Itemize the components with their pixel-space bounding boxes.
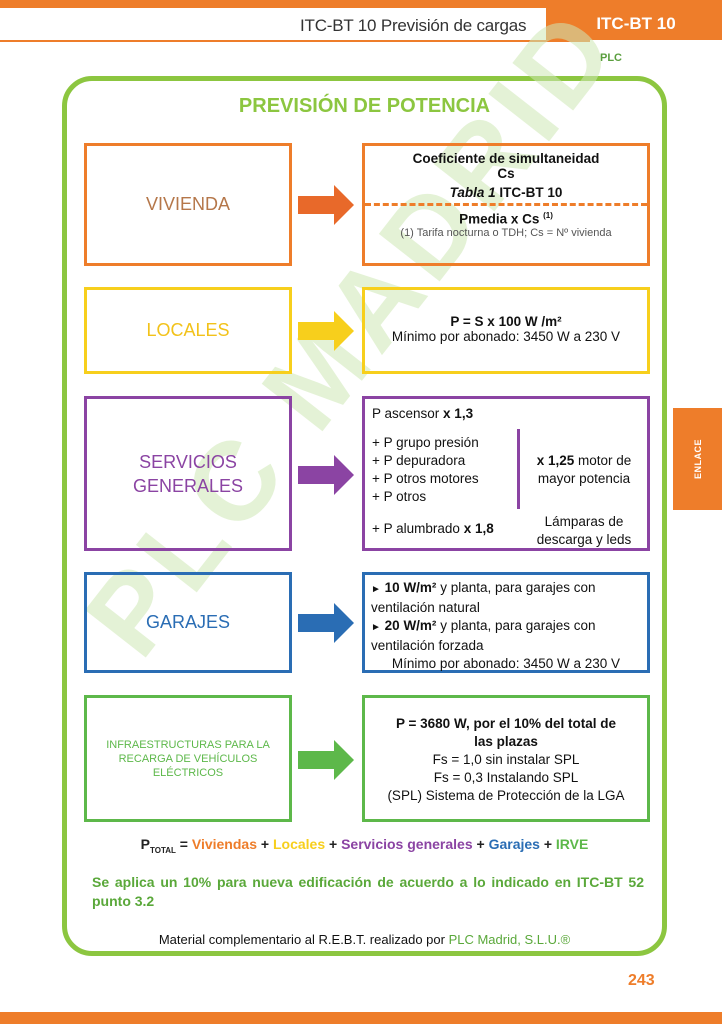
formula-garajes: Garajes [488, 836, 540, 852]
new-building-note: Se aplica un 10% para nueva edificación … [92, 874, 644, 909]
vivienda-line2: Cs [497, 166, 515, 181]
formula-sub: TOTAL [149, 845, 176, 855]
ascensor-text: P ascensor [372, 406, 444, 421]
formula-plus: + [539, 836, 556, 852]
servicios-item: + P depuradora [372, 453, 466, 468]
servicios-label-1: SERVICIOS [139, 451, 237, 472]
garajes-rate-1: 10 W/m² [384, 580, 437, 595]
locales-formula: P = S x 100 W /m² [450, 314, 562, 329]
alumbrado-text: + P alumbrado [372, 521, 464, 536]
page-title: PREVISIÓN DE POTENCIA [238, 95, 491, 117]
dashed-divider [365, 203, 647, 206]
irve-label: INFRAESTRUCTURAS PARA LA RECARGA DE VEHÍ… [106, 738, 270, 779]
arrow-right-icon [298, 311, 354, 351]
arrow-right-icon [298, 185, 354, 225]
locales-box: LOCALES [84, 287, 292, 374]
vivienda-box: VIVIENDA [84, 143, 292, 266]
footer-brand: PLC Madrid, S.L.U.® [448, 932, 571, 947]
vivienda-footnote: (1) Tarifa nocturna o TDH; Cs = Nº vivie… [400, 226, 612, 239]
servicios-item: + P otros [372, 489, 427, 504]
garajes-text-1: y planta, para garajes con [436, 580, 596, 595]
side-tab-enlace[interactable]: ENLACE [673, 408, 722, 510]
irve-detail-box: P = 3680 W, por el 10% del total de las … [362, 695, 650, 822]
garajes-minimum: Mínimo por abonado: 3450 W a 230 V [391, 656, 621, 671]
motor-factor: x 1,25 [536, 453, 575, 468]
header-tag: ITC-BT 10 [546, 8, 722, 40]
garajes-detail-box: ► 10 W/m² y planta, para garajes con ven… [362, 572, 650, 673]
arrow-right-icon [298, 740, 354, 780]
vivienda-table-rest: ITC-BT 10 [495, 185, 563, 200]
irve-line4: Fs = 0,3 Instalando SPL [433, 770, 579, 785]
lamparas-text-1: Lámparas de [544, 514, 624, 529]
total-formula: PTOTAL = Viviendas + Locales + Servicios… [62, 836, 667, 855]
locales-label: LOCALES [146, 320, 230, 340]
bracket-line [517, 429, 520, 509]
top-accent-bar [0, 0, 722, 8]
formula-p: P [140, 836, 150, 852]
vivienda-table-ref: Tabla 1 [449, 185, 496, 200]
lamparas-text-2: descarga y leds [536, 532, 632, 547]
irve-box: INFRAESTRUCTURAS PARA LA RECARGA DE VEHÍ… [84, 695, 292, 822]
vivienda-line4: Pmedia x Cs [459, 211, 540, 227]
irve-line2: las plazas [474, 734, 538, 749]
garajes-rate-2: 20 W/m² [384, 618, 437, 633]
page-number: 243 [628, 972, 655, 989]
formula-locales: Locales [272, 836, 326, 852]
motor-text: motor de [574, 453, 632, 468]
vivienda-label: VIVIENDA [145, 194, 231, 214]
formula-plus: + [472, 836, 489, 852]
servicios-detail-box: P ascensor x 1,3 + P grupo presión + P d… [362, 396, 650, 551]
formula-plus: + [257, 836, 273, 852]
formula-servicios: Servicios generales [341, 836, 473, 852]
irve-line5: (SPL) Sistema de Protección de la LGA [387, 788, 625, 803]
locales-detail-box: P = S x 100 W /m² Mínimo por abonado: 34… [362, 287, 650, 374]
vivienda-line4-sup: (1) [543, 211, 553, 220]
servicios-box: SERVICIOS GENERALES [84, 396, 292, 551]
formula-plus: + [325, 836, 342, 852]
garajes-box: GARAJES [84, 572, 292, 673]
plc-logo-icon: PLC [600, 52, 622, 64]
footer-credit: Material complementario al R.E.B.T. real… [62, 932, 667, 947]
garajes-text-2: y planta, para garajes con [436, 618, 596, 633]
formula-viviendas: Viviendas [191, 836, 257, 852]
garajes-label: GARAJES [145, 612, 231, 632]
bottom-accent-bar [0, 1012, 722, 1024]
header-title: ITC-BT 10 Previsión de cargas [300, 16, 527, 35]
garajes-cont-2: ventilación forzada [371, 638, 484, 653]
formula-eq: = [175, 836, 192, 852]
garajes-cont-1: ventilación natural [371, 600, 480, 615]
locales-minimum: Mínimo por abonado: 3450 W a 230 V [391, 329, 621, 344]
footer-text: Material complementario al R.E.B.T. real… [158, 932, 449, 947]
vivienda-detail-box: Coeficiente de simultaneidad Cs Tabla 1 … [362, 143, 650, 266]
vivienda-line1: Coeficiente de simultaneidad [412, 151, 600, 166]
bullet-icon: ► [371, 622, 381, 633]
formula-irve: IRVE [555, 836, 589, 852]
arrow-right-icon [298, 603, 354, 643]
content-frame [62, 76, 667, 956]
bullet-icon: ► [371, 584, 381, 595]
servicios-item: + P grupo presión [372, 435, 479, 450]
motor-text-2: mayor potencia [537, 471, 631, 486]
irve-line3: Fs = 1,0 sin instalar SPL [432, 752, 580, 767]
ascensor-factor: x 1,3 [443, 406, 474, 421]
alumbrado-factor: x 1,8 [463, 521, 494, 536]
irve-line1: P = 3680 W, por el 10% del total de [396, 716, 616, 731]
side-tab-label: ENLACE [692, 438, 703, 480]
arrow-right-icon [298, 455, 354, 495]
servicios-label-2: GENERALES [132, 475, 244, 496]
servicios-item: + P otros motores [372, 471, 479, 486]
header-rule [0, 40, 590, 42]
